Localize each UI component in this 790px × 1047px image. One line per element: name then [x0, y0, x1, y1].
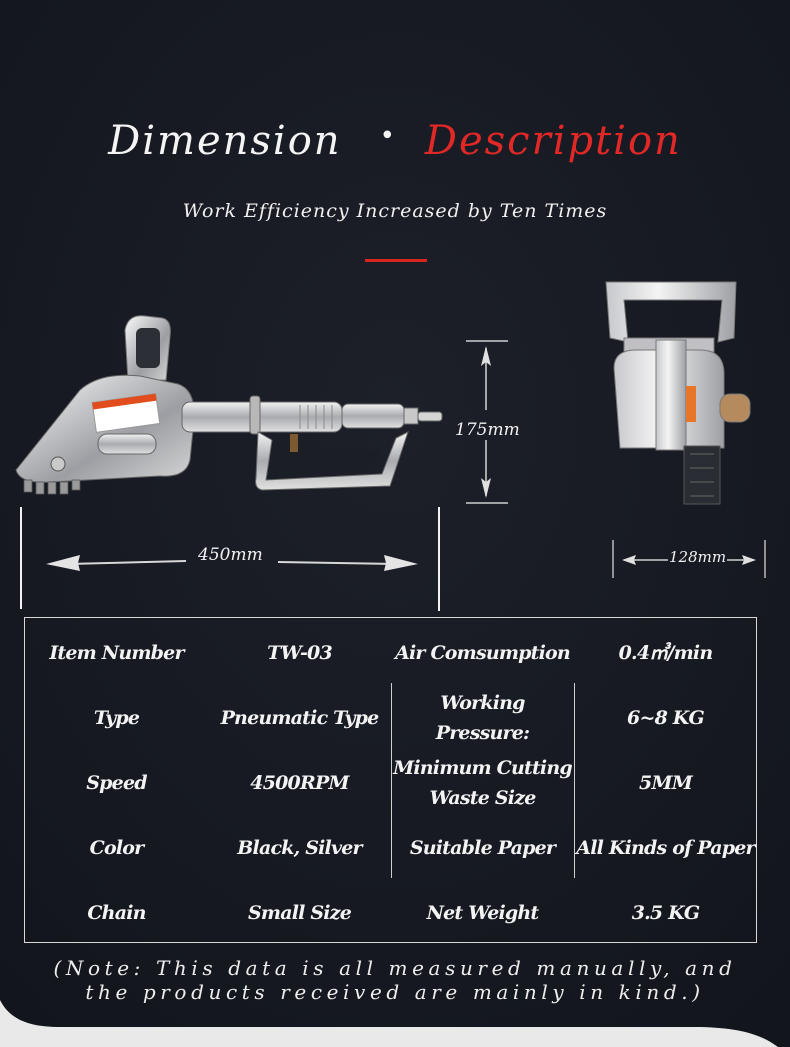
page-subtitle: Work Efficiency Increased by Ten Times — [182, 200, 608, 222]
width-label: 128mm — [668, 548, 728, 566]
spec-label: Net Weight — [426, 901, 540, 924]
spec-label: Color — [89, 836, 145, 859]
spec-value: 0.4㎥/min — [618, 641, 714, 664]
spec-label: Item Number — [49, 641, 184, 664]
tool-side-view-image — [15, 315, 443, 495]
title-description: Description — [424, 118, 682, 164]
spec-label: Speed — [86, 771, 147, 794]
spec-label: Air Comsumption — [395, 641, 571, 664]
spec-label: Chain — [87, 901, 146, 924]
title-dimension: Dimension — [108, 118, 342, 164]
spec-value: Small Size — [247, 901, 352, 924]
spec-label: Minimum Cutting Waste Size — [393, 756, 573, 809]
length-label: 450mm — [198, 545, 263, 565]
spec-value: 6~8 KG — [627, 706, 705, 729]
note-line-2: the products received are mainly in kind… — [85, 980, 705, 1004]
red-divider — [365, 259, 427, 262]
title-separator-dot: • — [379, 121, 397, 151]
length-dimension-lines — [20, 507, 440, 611]
height-label: 175mm — [455, 420, 520, 440]
spec-value: Pneumatic Type — [220, 706, 380, 729]
table-divider-left — [391, 683, 392, 878]
tool-front-view-image — [605, 281, 751, 505]
spec-label: Working Pressure: — [435, 691, 530, 744]
spec-value: 3.5 KG — [631, 901, 700, 924]
height-dimension-lines — [466, 340, 508, 504]
table-divider-right — [574, 683, 575, 878]
spec-value: All Kinds of Paper — [576, 836, 755, 859]
spec-label: Suitable Paper — [409, 836, 556, 859]
note-line-1: (Note: This data is all measured manuall… — [53, 956, 737, 980]
page-title: Dimension • Description — [0, 118, 790, 164]
spec-value: TW-03 — [267, 641, 333, 664]
spec-value: 4500RPM — [250, 771, 349, 794]
spec-label: Type — [93, 706, 140, 729]
spec-value: 5MM — [639, 771, 693, 794]
measurement-note: (Note: This data is all measured manuall… — [0, 956, 790, 1004]
spec-value: Black, Silver — [237, 836, 362, 859]
specification-table: Item Number TW-03 Air Comsumption 0.4㎥/m… — [24, 617, 757, 943]
